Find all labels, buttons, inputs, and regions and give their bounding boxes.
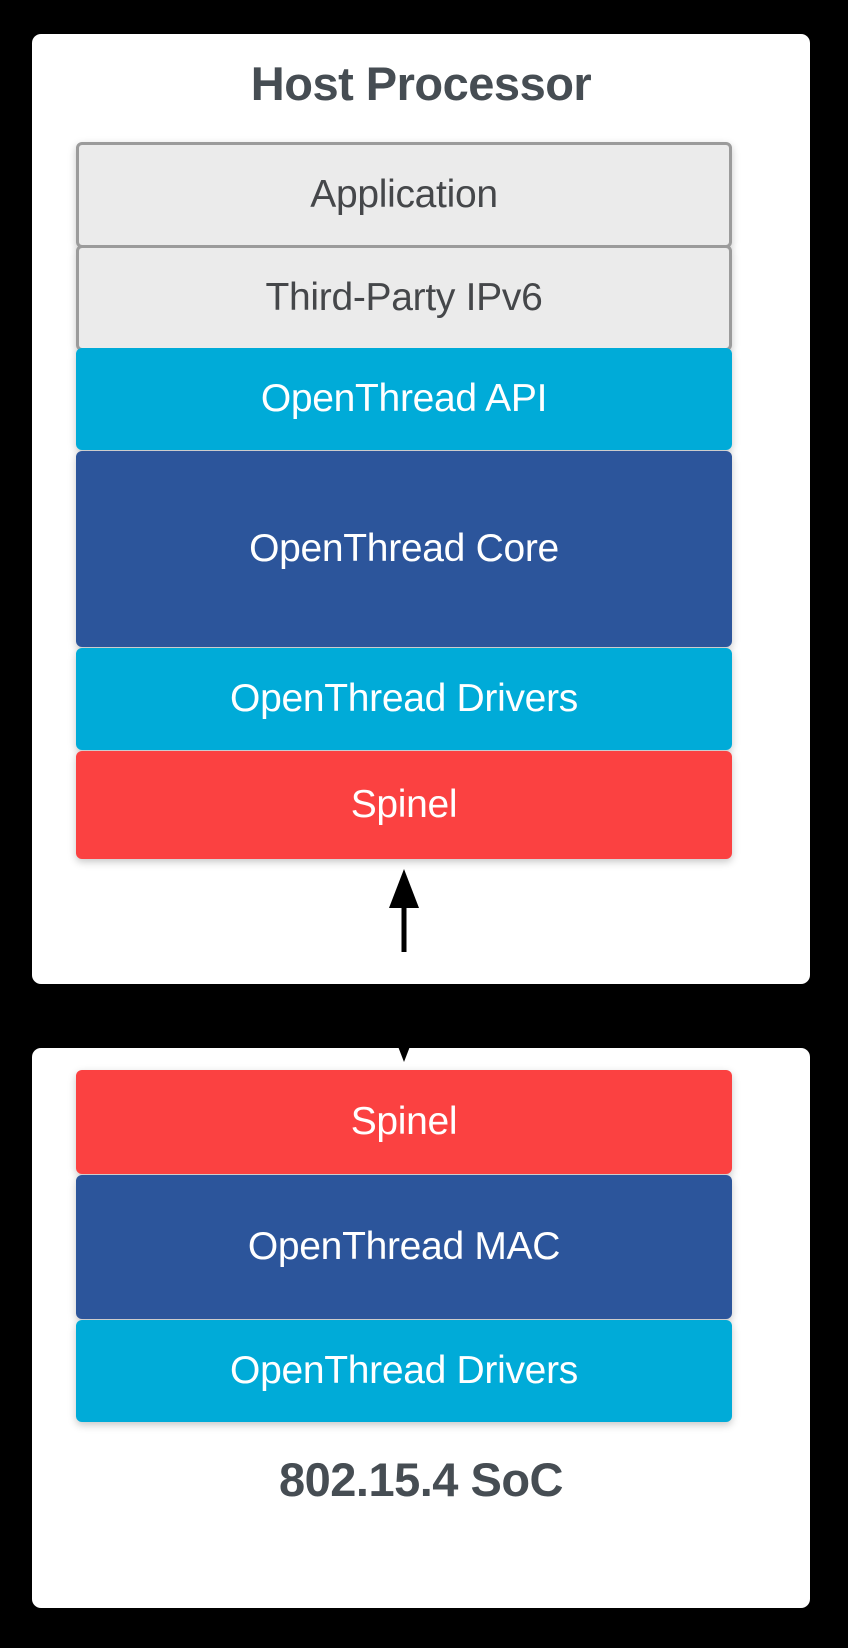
soc-title: 802.15.4 SoC: [278, 1453, 564, 1506]
layer-openthread-api-label: OpenThread API: [260, 376, 548, 420]
layer-spinel-soc-label: Spinel: [350, 1099, 458, 1143]
layer-openthread-drivers-host: OpenThread Drivers: [76, 648, 732, 750]
layer-openthread-drivers-soc: OpenThread Drivers: [76, 1320, 732, 1422]
layer-openthread-drivers-soc-label: OpenThread Drivers: [230, 1348, 578, 1392]
soc-layer-stack: Spinel OpenThread MAC OpenThread Drivers: [76, 1070, 732, 1423]
host-processor-layer-stack: Application Third-Party IPv6 OpenThread …: [76, 142, 732, 860]
layer-openthread-drivers-host-label: OpenThread Drivers: [230, 676, 578, 720]
layer-openthread-api: OpenThread API: [76, 348, 732, 450]
layer-openthread-core-label: OpenThread Core: [249, 526, 559, 570]
host-processor-title: Host Processor: [250, 57, 592, 110]
host-processor-panel: Host Processor Application Third-Party I…: [32, 34, 810, 984]
layer-application-label: Application: [310, 172, 498, 216]
layer-third-party-ipv6: Third-Party IPv6: [76, 245, 732, 351]
layer-openthread-core: OpenThread Core: [76, 451, 732, 647]
soc-panel: Spinel OpenThread MAC OpenThread Drivers…: [32, 1048, 810, 1608]
layer-openthread-mac-label: OpenThread MAC: [247, 1224, 561, 1268]
layer-openthread-mac: OpenThread MAC: [76, 1175, 732, 1319]
layer-application: Application: [76, 142, 732, 248]
layer-spinel-host-label: Spinel: [350, 782, 458, 826]
layer-spinel-host: Spinel: [76, 751, 732, 859]
layer-spinel-soc: Spinel: [76, 1070, 732, 1174]
layer-third-party-ipv6-label: Third-Party IPv6: [265, 275, 543, 319]
